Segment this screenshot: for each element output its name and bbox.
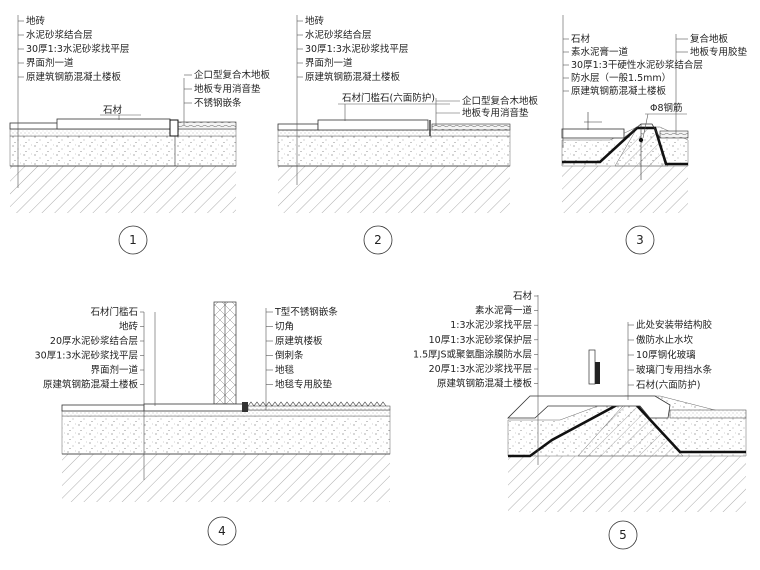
layer-label: 傲防水止水坎: [636, 334, 694, 346]
threshold-stone: [143, 403, 245, 412]
layer-label: 10厚1:3水泥砂浆保护层: [429, 334, 532, 346]
layer-label: 30厚1:3水泥砂浆找平层: [35, 350, 138, 362]
label-rebar: Φ8钢筋: [650, 102, 683, 114]
stone-piece: [56, 118, 171, 130]
layer-label: 界面剂一道: [26, 57, 74, 69]
layer-label: 不锈钢嵌条: [194, 97, 242, 109]
screed-layer: [277, 135, 511, 167]
layer-label: 企口型复合木地板: [462, 95, 539, 107]
layer-label: 30厚1:3水泥砂浆找平层: [305, 43, 408, 55]
screed-layer: [9, 135, 237, 167]
glass-frame: [595, 362, 600, 384]
layer-label: 地砖: [305, 15, 325, 27]
label-stone: 石材: [103, 104, 123, 116]
layer-label: 30厚1:3干硬性水泥砂浆结合层: [571, 59, 703, 71]
tile-layer: [277, 123, 319, 131]
floor-strip-right: [669, 409, 747, 419]
layer-label: 石材(六面防护): [636, 379, 700, 391]
layer-label: 切角: [275, 321, 294, 333]
carpet-pad: [247, 405, 391, 411]
layer-label: 地毯专用胶垫: [275, 379, 333, 391]
layer-label: 地板专用胶垫: [690, 46, 748, 58]
layer-label: 20厚水泥砂浆结合层: [50, 335, 138, 347]
t-strip: [242, 402, 248, 412]
slab: [508, 456, 746, 512]
layer-label: 水泥砂浆结合层: [305, 29, 372, 41]
layer-label: 原建筑钢筋混凝土楼板: [571, 85, 667, 97]
bond-layer: [9, 128, 237, 137]
slab: [278, 166, 510, 213]
layer-label: 30厚1:3水泥砂浆找平层: [26, 43, 129, 55]
label-threshold: 石材门槛石(六面防护): [342, 92, 435, 104]
layer-label: 复合地板: [690, 33, 729, 45]
layer-label: 地砖: [26, 15, 46, 27]
layer-label: 原建筑楼板: [275, 335, 323, 347]
layer-label: 防水层（一般1.5mm）: [571, 72, 671, 84]
layer-label: 界面剂一道: [305, 57, 353, 69]
layer-label: 此处安装带结构胶: [636, 319, 713, 331]
layer-label: 10厚钢化玻璃: [636, 349, 696, 361]
bond-layer: [277, 129, 511, 137]
glass-panel: [588, 349, 596, 385]
layer-label: 素水泥膏一道: [475, 305, 533, 317]
layer-label: 石材: [513, 290, 533, 302]
layer-label: 玻璃门专用挡水条: [636, 364, 713, 376]
layer-label: 石材门槛石: [90, 306, 138, 318]
composite-floor: [659, 130, 689, 139]
layer-label: 1.5厚JS或聚氨酯涂膜防水层: [413, 348, 532, 360]
slab: [10, 166, 236, 213]
layer-label: 20厚1:3水泥沙浆找平层: [429, 363, 532, 375]
stone-layer: [561, 128, 625, 139]
stone-curb: [507, 395, 671, 419]
layer-label: 地板专用消音垫: [462, 107, 529, 119]
layer-label: 原建筑钢筋混凝土楼板: [26, 71, 122, 83]
detail-number-2: 2: [374, 233, 382, 247]
steel-strip: [169, 119, 179, 137]
wood-floor: [177, 121, 237, 130]
slab: [562, 166, 688, 213]
detail-number-3: 3: [636, 233, 644, 247]
rebar: [638, 137, 644, 143]
layer-label: 原建筑钢筋混凝土楼板: [437, 378, 533, 390]
layer-label: 地板专用消音垫: [194, 83, 261, 95]
slab: [62, 454, 390, 502]
detail-3: 石材素水泥膏一道30厚1:3干硬性水泥砂浆结合层防水层（一般1.5mm）原建筑钢…: [561, 15, 748, 255]
layer-label: T型不锈钢嵌条: [274, 306, 338, 318]
layer-label: 企口型复合木地板: [194, 69, 271, 81]
layer-label: 素水泥膏一道: [571, 46, 629, 58]
screed-layer: [61, 415, 391, 455]
wood-floor: [431, 123, 511, 131]
layer-label: 倒刺条: [275, 350, 304, 362]
layer-label: 地砖: [119, 321, 139, 333]
layer-label: 石材: [571, 33, 591, 45]
layer-label: 1:3水泥沙浆找平层: [450, 319, 532, 331]
tile-layer: [61, 404, 145, 412]
layer-label: 地毯: [275, 364, 295, 376]
detail-number-1: 1: [129, 233, 137, 247]
waterproof-layer: [562, 126, 688, 166]
layer-label: 水泥砂浆结合层: [26, 29, 93, 41]
layer-label: 原建筑钢筋混凝土楼板: [305, 71, 401, 83]
detail-number-4: 4: [218, 524, 226, 538]
layer-label: 原建筑钢筋混凝土楼板: [43, 379, 139, 391]
detail-number-5: 5: [619, 528, 627, 542]
carpet: [247, 401, 387, 407]
layer-label: 界面剂一道: [90, 364, 138, 376]
threshold-stone: [317, 119, 429, 131]
